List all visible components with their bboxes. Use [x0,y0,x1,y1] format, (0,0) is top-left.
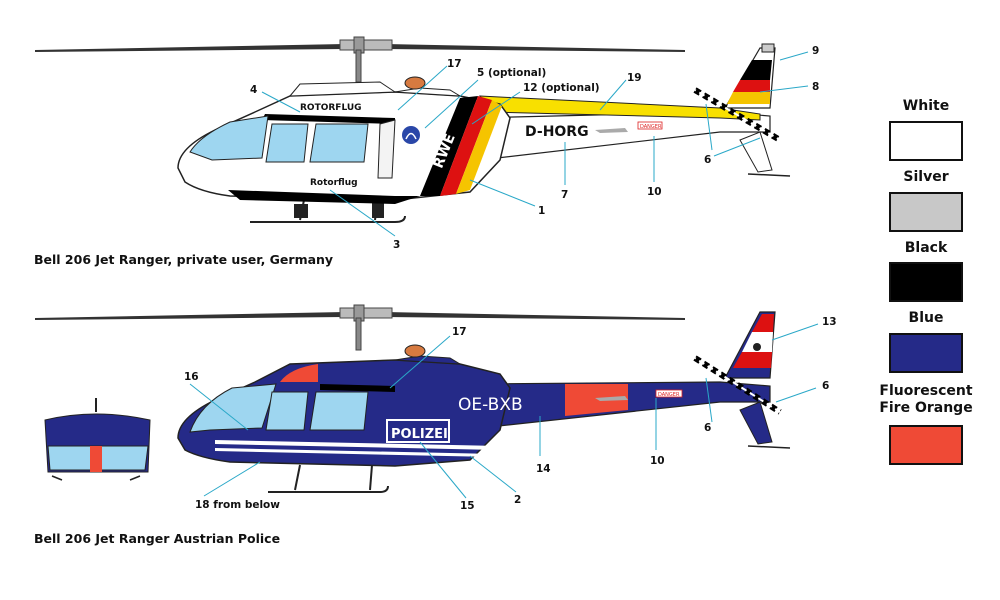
callout-17: 17 [452,326,467,338]
main-rotor [35,304,685,351]
callout-7: 7 [561,189,568,201]
callout-6a: 6 [822,380,829,392]
callout-1: 1 [538,205,545,217]
registration-heli2: OE-BXB [458,395,523,415]
windscreen [189,115,269,161]
legend-swatch-black [889,262,963,302]
front-view [44,398,151,481]
callout-10: 10 [650,455,665,467]
caption-heli1: Bell 206 Jet Ranger, private user, Germa… [34,252,334,267]
legend-label-white: White [902,98,950,114]
legend-swatch-white [889,121,963,161]
callout-5: 5 (optional) [477,67,546,79]
tail-rotor [693,355,782,415]
callout-18: 18 from below [195,499,280,511]
callout-4: 4 [250,84,257,96]
helicopter-germany: ROTORFLUG Rotorflug RWE D-HORG DANGER 4 … [35,36,819,251]
tail-rotor [693,87,782,143]
callout-8: 8 [812,81,819,93]
legend-swatch-silver [889,192,963,232]
cabin-text-door: Rotorflug [310,178,358,188]
callouts-heli2: 16 17 13 6 6 14 10 2 15 18 from below [184,316,837,512]
callout-10: 10 [647,186,662,198]
callout-16: 16 [184,371,199,383]
leader-lines-heli2 [189,323,819,499]
callout-15: 15 [460,500,475,512]
legend-label-black: Black [904,240,948,256]
legend-label-orange: Fluorescent Fire Orange [879,383,973,416]
windscreen [189,383,277,433]
callout-3: 3 [393,239,400,251]
landing-skids [268,464,389,493]
tail-boom [469,111,771,161]
rwe-logo-icon [402,126,420,144]
callout-17: 17 [447,58,462,70]
helicopter-austria: POLIZEI OE-BXB DANGER 16 [35,304,837,512]
callout-13: 13 [822,316,837,328]
danger-label-heli2: DANGER [658,392,680,398]
registration-heli1: D-HORG [525,124,589,140]
callout-2: 2 [514,494,521,506]
callout-14: 14 [536,463,551,475]
danger-label-heli1: DANGER [640,124,662,130]
legend-swatch-orange [889,425,963,465]
legend-label-silver: Silver [903,169,949,185]
legend-label-blue: Blue [908,310,944,326]
police-label: POLIZEI [391,427,448,442]
cabin-text-top: ROTORFLUG [300,103,362,113]
main-rotor [35,36,685,83]
callout-19: 19 [627,72,642,84]
callout-6b: 6 [704,422,711,434]
caption-heli2: Bell 206 Jet Ranger Austrian Police [34,531,281,546]
callouts-heli1: 4 17 5 (optional) 12 (optional) 19 9 8 6… [250,45,819,251]
leader-lines-heli1 [261,51,809,237]
callout-12: 12 (optional) [523,82,600,94]
callout-6: 6 [704,154,711,166]
callout-9: 9 [812,45,819,57]
legend-swatch-blue [889,333,963,373]
